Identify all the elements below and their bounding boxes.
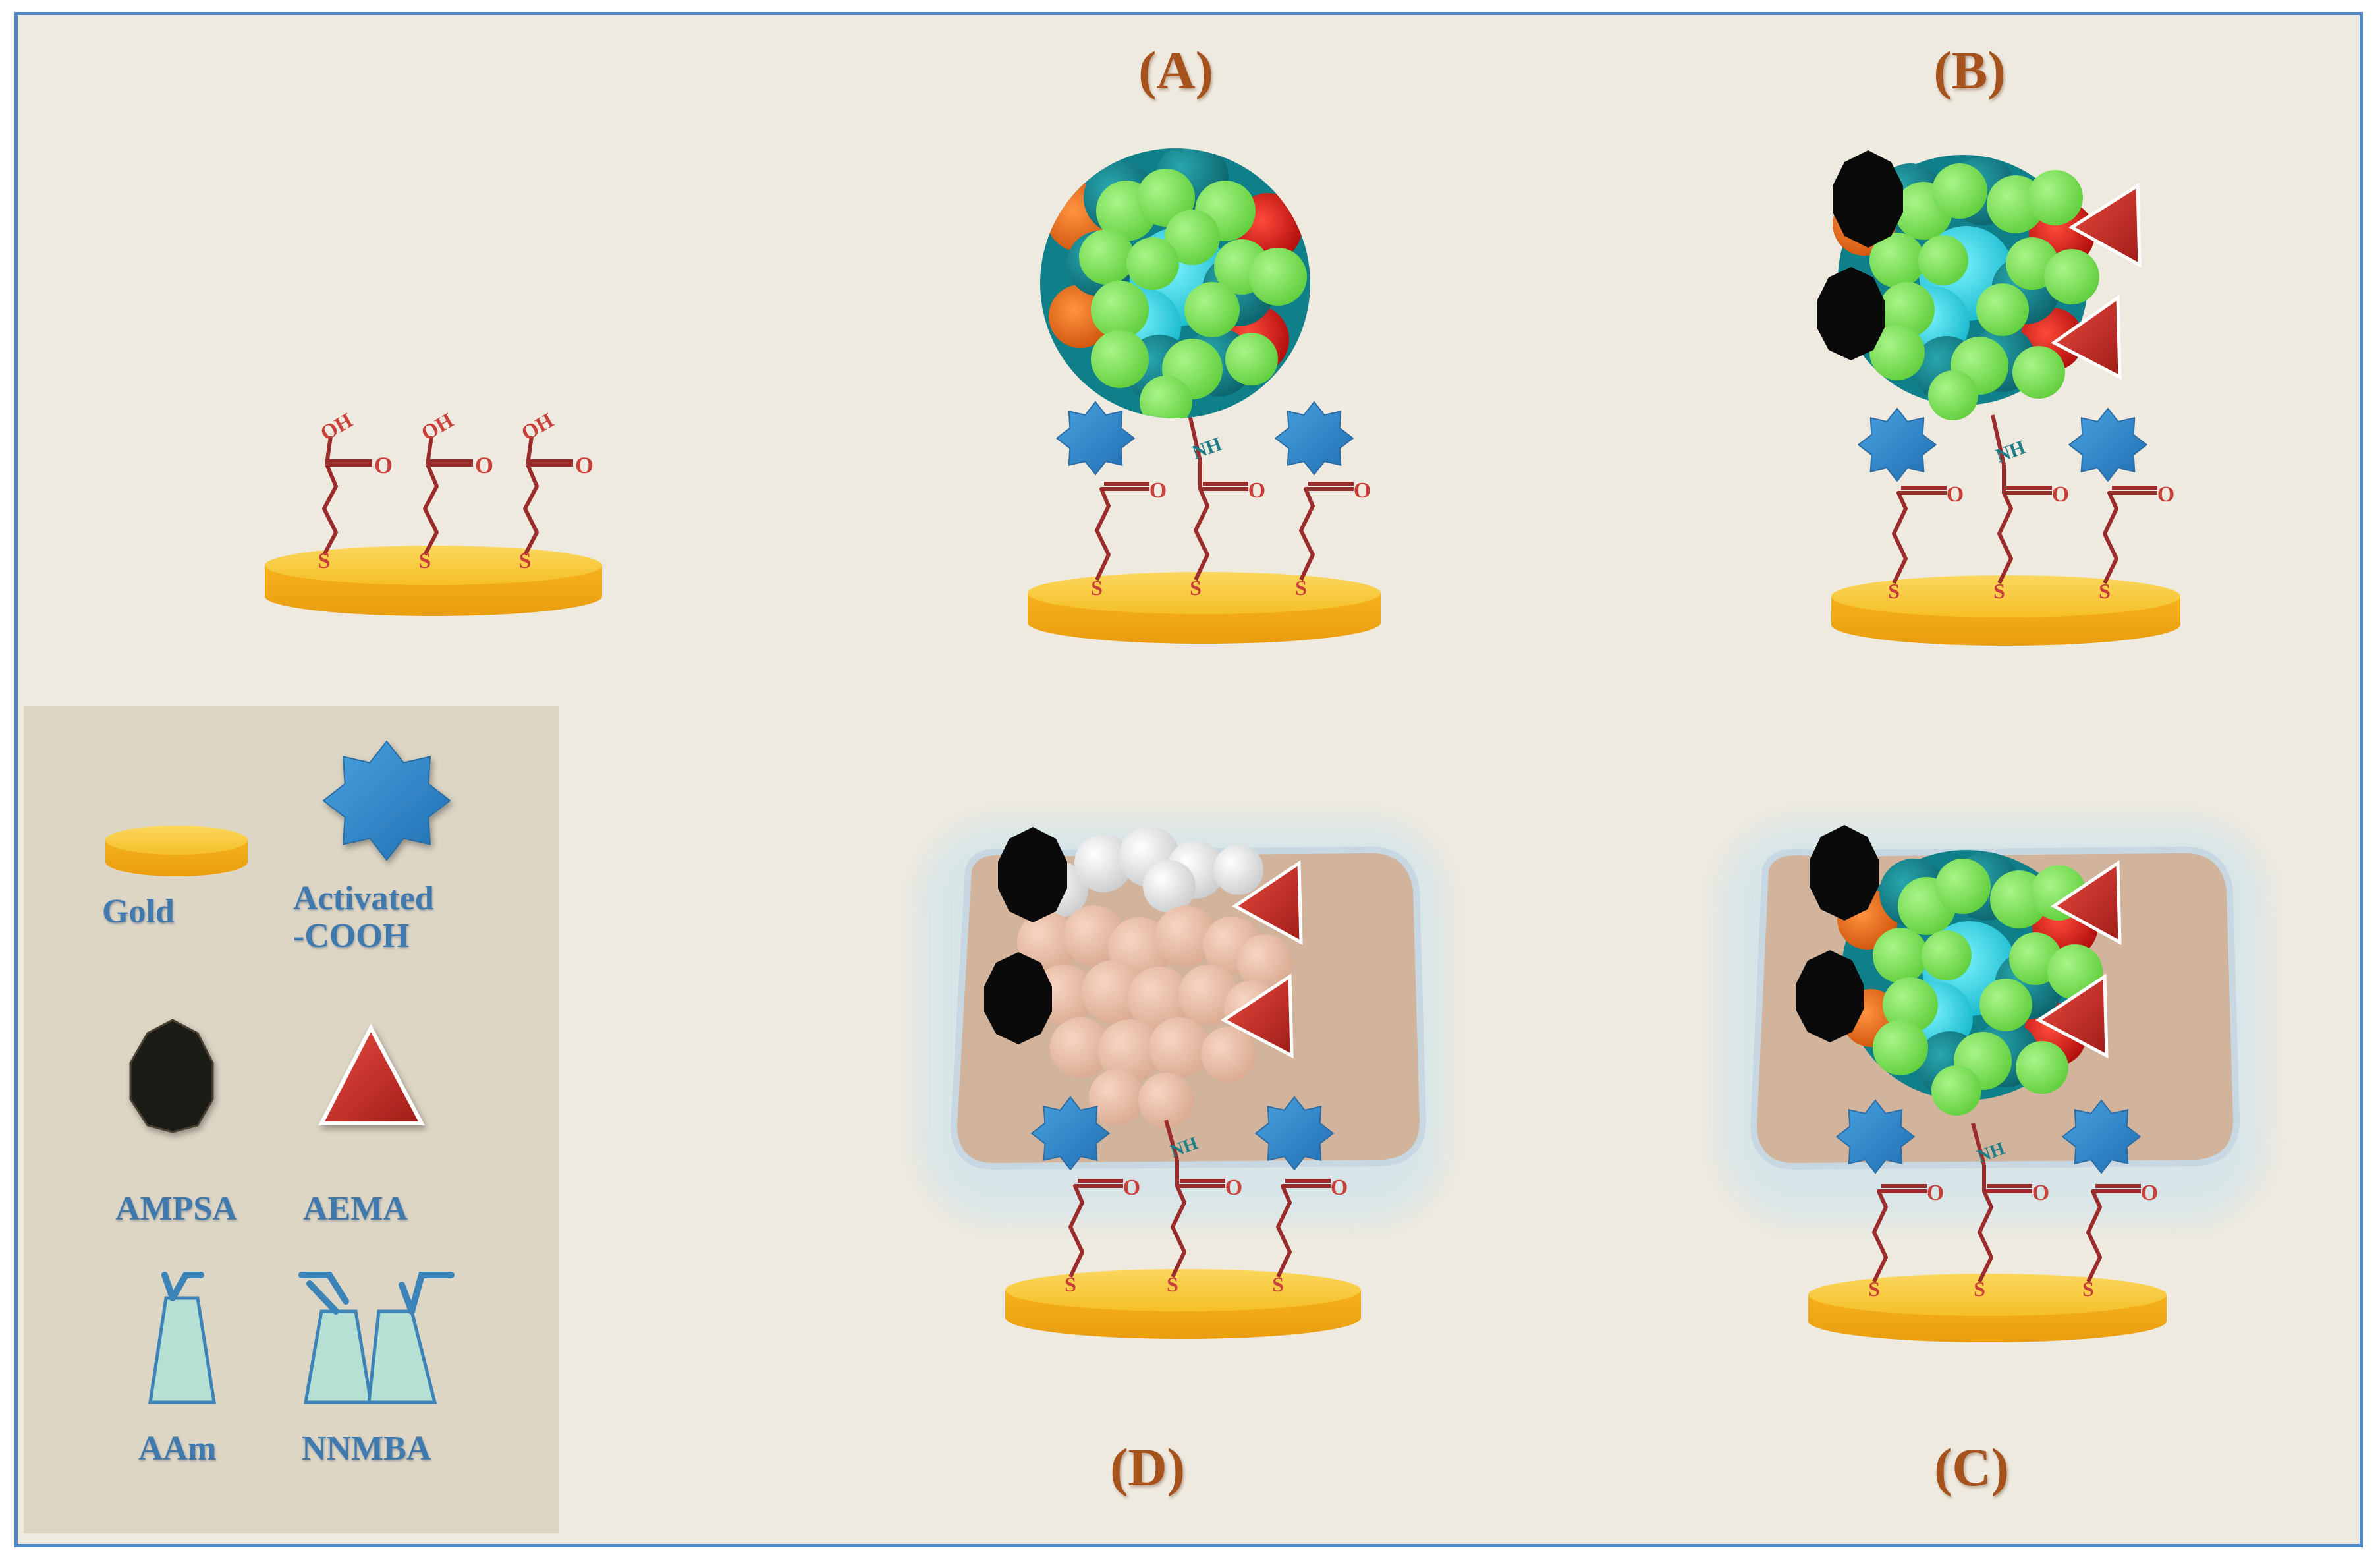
panel-label-a: (A) — [1138, 40, 1213, 100]
s-label: S — [2099, 579, 2111, 603]
panel-c-aema-top — [2051, 860, 2122, 946]
legend-ampsa-octagon-icon — [129, 1019, 214, 1133]
panel-b-ampsa-bottom — [1817, 267, 1885, 360]
oh-label: OH — [517, 408, 557, 445]
o-label: O — [1248, 478, 1265, 503]
panel-a-protein — [1040, 148, 1310, 418]
panel-c-activated-star-left — [1835, 1099, 1916, 1174]
panel-b-ampsa-top — [1833, 150, 1903, 248]
o-label: O — [1331, 1176, 1348, 1200]
legend-panel — [24, 706, 559, 1533]
panel-d-aema-top — [1232, 860, 1303, 946]
panel-c-activated-star-right — [2061, 1099, 2142, 1174]
o-label: O — [374, 452, 393, 478]
o-label: O — [2141, 1181, 2158, 1205]
legend-label-activated-line2: -COOH — [293, 917, 410, 955]
s-label: S — [519, 549, 532, 573]
o-label: O — [2157, 482, 2174, 507]
s-label: S — [1272, 1272, 1284, 1296]
s-label: S — [1993, 579, 2005, 603]
o-label: O — [2032, 1181, 2049, 1205]
s-label: S — [1868, 1277, 1880, 1301]
legend-label-nnmba: NNMBA — [302, 1430, 431, 1467]
s-label: S — [1888, 579, 1900, 603]
s-label: S — [318, 549, 331, 573]
s-label: S — [1190, 576, 1202, 600]
legend-aam-icon — [148, 1272, 216, 1404]
s-label: S — [2082, 1277, 2094, 1301]
s-label: S — [1065, 1272, 1076, 1296]
panel-c-ampsa-bottom — [1796, 950, 1864, 1042]
panel-label-b: (B) — [1933, 40, 2006, 100]
o-label: O — [475, 452, 493, 478]
o-label: O — [575, 452, 594, 478]
panel-d-aema-bottom — [1221, 973, 1294, 1059]
panel-b-activated-star-right — [2068, 407, 2148, 482]
s-label: S — [1974, 1277, 1985, 1301]
o-label: O — [1354, 478, 1371, 503]
panel-b-substrate — [1831, 414, 2180, 646]
oh-label: OH — [417, 408, 457, 445]
legend-activated-star-icon — [322, 740, 451, 861]
legend-label-ampsa: AMPSA — [115, 1190, 237, 1228]
legend-nnmba-icon — [298, 1272, 455, 1404]
legend-label-aema: AEMA — [303, 1190, 408, 1228]
legend-gold-icon — [105, 826, 248, 876]
legend-label-activated: Activated -COOH — [293, 880, 434, 955]
panel-label-d: (D) — [1110, 1437, 1185, 1497]
o-label: O — [1927, 1181, 1944, 1205]
o-label: O — [2052, 482, 2069, 507]
panel-a-activated-star-right — [1274, 401, 1354, 476]
panel-d-ampsa-bottom — [984, 952, 1052, 1044]
panel-d-activated-star-right — [1254, 1096, 1335, 1171]
panel-a-activated-star-left — [1055, 401, 1136, 476]
s-label: S — [1167, 1272, 1178, 1296]
panel-b-aema-top — [2068, 183, 2142, 268]
legend-aema-triangle-icon — [318, 1023, 425, 1125]
panel-b-aema-bottom — [2051, 295, 2122, 380]
oh-label: OH — [316, 408, 356, 445]
s-label: S — [1091, 576, 1103, 600]
s-label: S — [1295, 576, 1307, 600]
panel-d-substrate — [1005, 1120, 1361, 1339]
o-label: O — [1149, 478, 1167, 503]
bare-substrate — [265, 436, 602, 616]
panel-c-aema-bottom — [2035, 973, 2109, 1059]
legend-label-aam: AAm — [138, 1430, 217, 1467]
panel-c-ampsa-top — [1810, 825, 1879, 921]
legend-label-activated-line1: Activated — [293, 880, 434, 917]
panel-b-activated-star-left — [1857, 407, 1937, 482]
o-label: O — [1947, 482, 1964, 507]
panel-a-substrate — [1028, 411, 1381, 644]
o-label: O — [1225, 1176, 1242, 1200]
panel-c-substrate — [1808, 1123, 2167, 1342]
panel-d-ampsa-top — [998, 827, 1067, 922]
legend-label-gold: Gold — [102, 893, 175, 930]
panel-c-protein — [1837, 850, 2103, 1116]
panel-label-c: (C) — [1934, 1437, 2009, 1497]
o-label: O — [1123, 1176, 1140, 1200]
panel-d-activated-star-left — [1030, 1096, 1111, 1171]
s-label: S — [419, 549, 431, 573]
